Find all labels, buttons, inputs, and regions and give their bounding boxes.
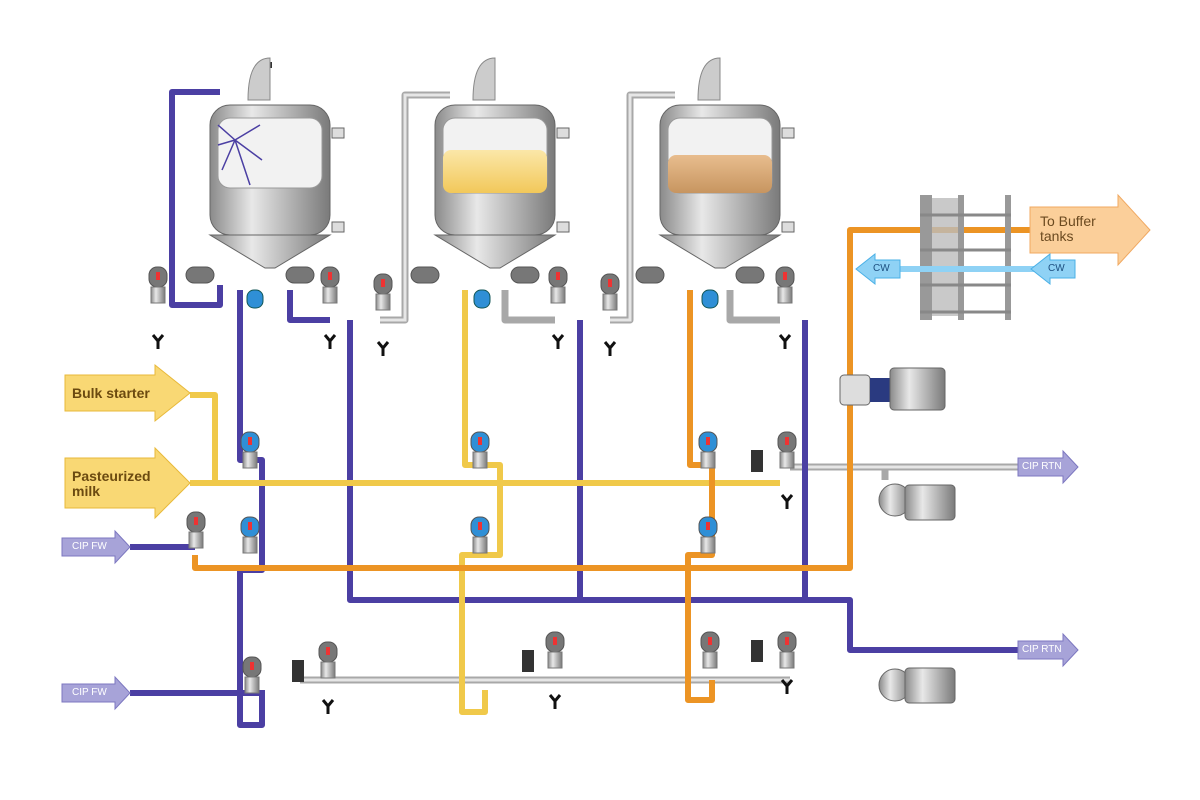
- pasteurized-milk-label: Pasteurized milk: [72, 468, 151, 499]
- cip-rtn-top-label: CIP RTN: [1022, 461, 1062, 472]
- cw-in-arrow: [1030, 252, 1076, 286]
- cip-fw-bottom-label: CIP FW: [72, 687, 107, 698]
- cip-rtn-top-arrow: [1017, 449, 1079, 485]
- tank-outlet-valve[interactable]: [246, 289, 264, 309]
- product-valve[interactable]: [470, 431, 490, 469]
- cip-fw-top-arrow: [61, 529, 131, 565]
- cw-out-label: CW: [873, 263, 890, 274]
- arrows: [61, 193, 1151, 711]
- seat-valve[interactable]: [777, 631, 797, 669]
- outlet-valve-actuator[interactable]: [510, 266, 540, 284]
- plate-heat-exchanger[interactable]: [862, 195, 1035, 320]
- outlet-valve-actuator[interactable]: [285, 266, 315, 284]
- butterfly-valve[interactable]: [292, 660, 304, 682]
- seat-valve[interactable]: [242, 656, 262, 694]
- tank-outlet-valve[interactable]: [473, 289, 491, 309]
- pipe-tank3-outlet: [685, 290, 715, 703]
- pipe-tank3-drain: [726, 290, 780, 324]
- cip-fw-bottom-arrow: [61, 675, 131, 711]
- seat-valve[interactable]: [700, 631, 720, 669]
- mix-proof-valve[interactable]: [148, 266, 168, 304]
- drain-icon: [603, 341, 617, 356]
- drain-icon: [376, 341, 390, 356]
- butterfly-valve[interactable]: [751, 450, 763, 472]
- product-pipes: [192, 227, 1030, 703]
- tank-3[interactable]: [658, 57, 795, 269]
- drain-icon: [321, 699, 335, 714]
- mix-proof-valve[interactable]: [548, 266, 568, 304]
- outlet-valve-actuator[interactable]: [410, 266, 440, 284]
- valves: [148, 266, 797, 714]
- drain-icon: [778, 334, 792, 349]
- mix-proof-valve[interactable]: [600, 273, 620, 311]
- product-valve[interactable]: [240, 516, 260, 554]
- butterfly-valve[interactable]: [522, 650, 534, 672]
- drain-icon: [551, 334, 565, 349]
- pipe-tank2-drain: [501, 290, 555, 324]
- drain-icon: [780, 679, 794, 694]
- seat-valve[interactable]: [545, 631, 565, 669]
- product-valve[interactable]: [240, 431, 260, 469]
- pipe-bulk-starter: [190, 392, 218, 483]
- drain-icon: [151, 334, 165, 349]
- tank-outlet-valve[interactable]: [701, 289, 719, 309]
- cip-rtn-bottom-arrow: [1017, 632, 1079, 668]
- seat-valve[interactable]: [318, 641, 338, 679]
- tank-1[interactable]: [208, 57, 345, 269]
- cw-in-label: CW: [1048, 263, 1065, 274]
- pipe-cip-return: [347, 320, 1020, 653]
- product-valve[interactable]: [470, 516, 490, 554]
- bulk-starter-label: Bulk starter: [72, 385, 150, 401]
- cip-return-pump-2[interactable]: [878, 667, 956, 704]
- mix-proof-valve[interactable]: [775, 266, 795, 304]
- cip-return-pump-1[interactable]: [878, 483, 956, 521]
- cw-out-arrow: [855, 252, 901, 286]
- seat-valve[interactable]: [777, 431, 797, 469]
- pipe-product-header: [192, 227, 1030, 571]
- spray-ball-icon: [217, 124, 263, 186]
- bulk-starter-arrow: [64, 363, 191, 423]
- butterfly-valve[interactable]: [751, 640, 763, 662]
- milk-pipes: [190, 290, 780, 715]
- product-valve[interactable]: [698, 516, 718, 554]
- drain-icon: [548, 694, 562, 709]
- tank-2[interactable]: [433, 57, 570, 269]
- product-valve[interactable]: [698, 431, 718, 469]
- drain-icon: [780, 494, 794, 509]
- pasteurized-milk-arrow: [64, 446, 191, 520]
- seat-valve[interactable]: [186, 511, 206, 549]
- pipe-tank1-vent: [169, 89, 223, 308]
- feed-pump[interactable]: [839, 367, 946, 411]
- mix-proof-valve[interactable]: [373, 273, 393, 311]
- outlet-valve-actuator[interactable]: [635, 266, 665, 284]
- outlet-valve-actuator[interactable]: [735, 266, 765, 284]
- to-buffer-tanks-label: To Buffer tanks: [1040, 213, 1096, 244]
- cip-fw-top-label: CIP FW: [72, 541, 107, 552]
- cip-rtn-bottom-label: CIP RTN: [1022, 644, 1062, 655]
- to-buffer-tanks-arrow: [1029, 193, 1151, 267]
- pipe-tank2-fill: [459, 290, 503, 715]
- mix-proof-valve[interactable]: [320, 266, 340, 304]
- outlet-valve-actuator[interactable]: [185, 266, 215, 284]
- drain-icon: [323, 334, 337, 349]
